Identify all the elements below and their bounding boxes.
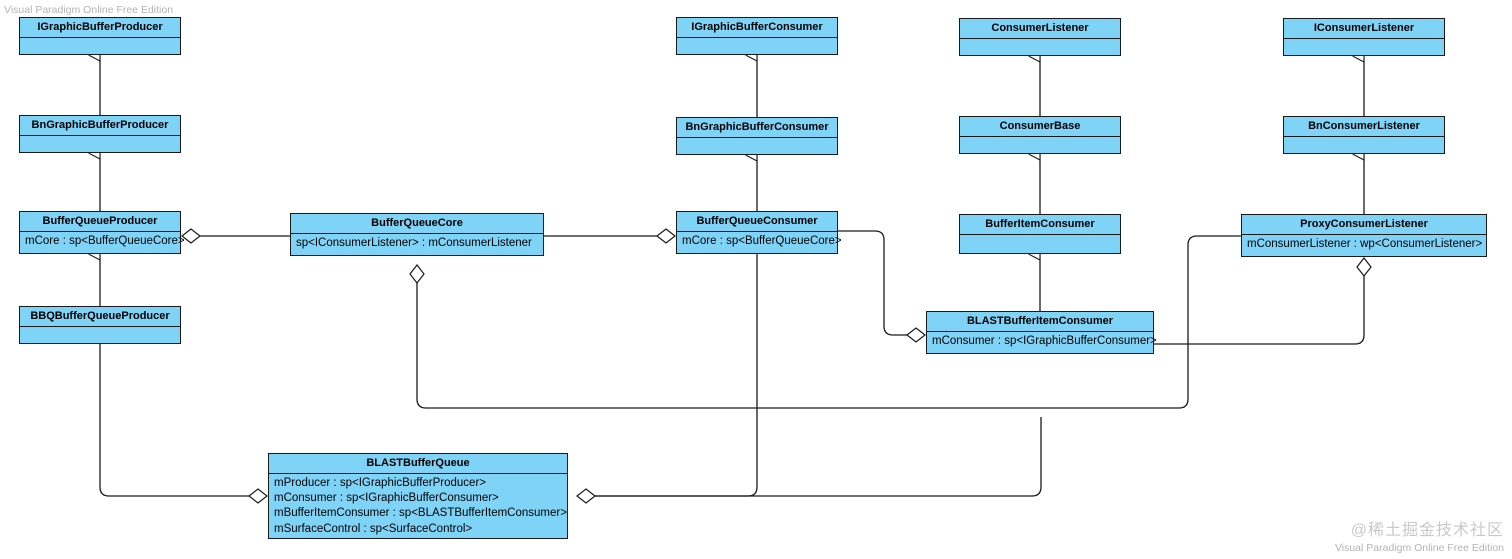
class-title: BLASTBufferItemConsumer [927,312,1153,332]
assoc-bbqbufferqueueproducer-blastbufferqueue [99,344,258,497]
assoc-blastbufferqueue-right-bus [586,417,1042,497]
diamond-bufferqueuecore-bottom [409,264,425,284]
class-title: BBQBufferQueueProducer [20,307,180,327]
class-title: BufferItemConsumer [960,215,1120,235]
class-igraphicbufferconsumer[interactable]: IGraphicBufferConsumer [676,17,838,55]
class-blastbufferitemconsumer[interactable]: BLASTBufferItemConsumer mConsumer : sp<I… [926,311,1157,354]
attribute: sp<IConsumerListener> : mConsumerListene… [296,237,532,249]
diamond-blastbufferqueue-left [248,488,268,504]
attribute: mBufferItemConsumer : sp<BLASTBufferItem… [274,507,567,520]
class-attrs [1284,137,1444,155]
class-bufferitemconsumer[interactable]: BufferItemConsumer [959,214,1121,254]
class-title: BufferQueueConsumer [677,212,837,232]
class-title: IGraphicBufferConsumer [677,18,837,38]
assoc-blastbufferitemconsumer-proxyconsumerlistener [1154,267,1365,345]
class-attrs [677,38,837,56]
class-title: BnGraphicBufferConsumer [677,118,837,138]
class-igraphicbufferproducer[interactable]: IGraphicBufferProducer [19,17,181,55]
class-bufferqueueproducer[interactable]: BufferQueueProducer mCore : sp<BufferQue… [19,211,185,254]
attribute: mConsumer : sp<IGraphicBufferConsumer> [932,335,1157,347]
attribute: mCore : sp<BufferQueueCore> [25,235,185,247]
diamond-proxyconsumerlistener-bottom [1356,257,1372,277]
diamond-bufferqueueconsumer-left [656,228,676,244]
class-attrs: sp<IConsumerListener> : mConsumerListene… [291,234,543,253]
class-attrs: mConsumerListener : wp<ConsumerListener> [1242,235,1486,254]
watermark-bottom-right: @稀土掘金技术社区 Visual Paradigm Online Free Ed… [1335,521,1504,555]
class-attrs [20,136,180,154]
class-proxyconsumerlistener[interactable]: ProxyConsumerListener mConsumerListener … [1241,214,1487,257]
diamond-blastbufferqueue-right [576,488,596,504]
watermark-visual-paradigm-label: Visual Paradigm Online Free Edition [1334,542,1504,554]
attribute: mConsumer : sp<IGraphicBufferConsumer> [274,492,499,505]
attribute: mProducer : sp<IGraphicBufferProducer> [274,477,487,489]
class-title: IConsumerListener [1284,19,1444,39]
assoc-bufferqueueconsumer-blastbufferqueue [586,254,758,497]
class-attrs [20,327,180,345]
attribute: mSurfaceControl : sp<SurfaceControl> [274,522,473,535]
class-title: ConsumerListener [960,19,1120,39]
class-title: IGraphicBufferProducer [20,18,180,38]
class-attrs [960,235,1120,253]
class-attrs [677,138,837,156]
class-bbqbufferqueueproducer[interactable]: BBQBufferQueueProducer [19,306,181,344]
class-attrs [1284,39,1444,57]
class-bngraphicbufferconsumer[interactable]: BnGraphicBufferConsumer [676,117,838,155]
class-title: ProxyConsumerListener [1242,215,1486,235]
class-title: BufferQueueProducer [20,212,180,232]
class-attrs: mConsumer : sp<IGraphicBufferConsumer> [927,332,1157,351]
class-title: BnConsumerListener [1284,117,1444,137]
class-title: BufferQueueCore [291,214,543,234]
class-bufferqueuecore[interactable]: BufferQueueCore sp<IConsumerListener> : … [290,213,544,256]
class-attrs [960,137,1120,155]
attribute: mCore : sp<BufferQueueCore> [682,235,842,247]
attribute: mConsumerListener : wp<ConsumerListener> [1247,238,1483,250]
class-attrs [960,39,1120,57]
class-iconsumerlistener[interactable]: IConsumerListener [1283,18,1445,56]
class-bnconsumerlistener[interactable]: BnConsumerListener [1283,116,1445,154]
class-title: ConsumerBase [960,117,1120,137]
class-attrs: mProducer : sp<IGraphicBufferProducer> m… [269,474,567,539]
class-bufferqueueconsumer[interactable]: BufferQueueConsumer mCore : sp<BufferQue… [676,211,842,254]
class-title: BLASTBufferQueue [269,454,567,474]
class-attrs: mCore : sp<BufferQueueCore> [677,232,842,251]
class-consumerbase[interactable]: ConsumerBase [959,116,1121,154]
class-title: BnGraphicBufferProducer [20,116,180,136]
watermark-top-left: Visual Paradigm Online Free Edition [4,4,174,16]
class-consumerlistener[interactable]: ConsumerListener [959,18,1121,56]
class-attrs [20,38,180,56]
watermark-community-label: @稀土掘金技术社区 [1350,522,1504,539]
class-blastbufferqueue[interactable]: BLASTBufferQueue mProducer : sp<IGraphic… [268,453,568,539]
diamond-blastbufferitemconsumer-left [906,327,926,343]
class-bngraphicbufferproducer[interactable]: BnGraphicBufferProducer [19,115,181,153]
assoc-bufferqueueconsumer-blastbufferitemconsumer [838,230,916,336]
class-attrs: mCore : sp<BufferQueueCore> [20,232,185,251]
